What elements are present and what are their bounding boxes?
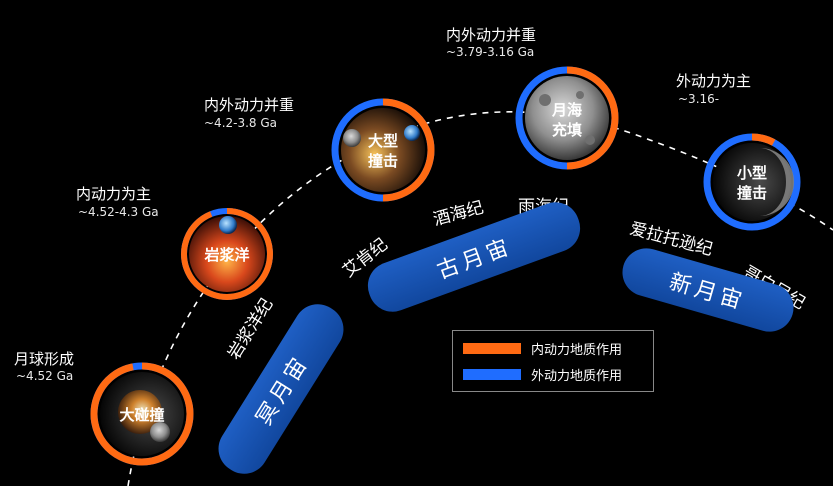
internal-fraction-arc: [751, 133, 776, 146]
stage-title: 内动力为主: [76, 185, 152, 203]
stage-node-small-impact: [703, 133, 801, 231]
stage-age: ~3.16-: [678, 92, 720, 106]
legend-label-external: 外动力地质作用: [531, 369, 623, 384]
legend: 内动力地质作用 外动力地质作用: [452, 330, 654, 392]
internal-fraction-arc: [382, 98, 435, 202]
legend-swatch-external: [463, 369, 521, 380]
stage-title: 外动力为主: [676, 72, 752, 90]
stage-node-magma-ocean: [181, 208, 273, 300]
stage-age: ~4.2-3.8 Ga: [204, 116, 278, 130]
stage-title: 月球形成: [14, 350, 75, 368]
internal-fraction-arc: [566, 66, 619, 170]
legend-label-internal: 内动力地质作用: [531, 343, 623, 358]
legend-item-external: 外动力地质作用: [463, 365, 622, 384]
stage-age: ~3.79-3.16 Ga: [446, 45, 535, 59]
stage-title: 内外动力并重: [204, 96, 295, 114]
stage-age: ~4.52 Ga: [16, 369, 74, 383]
internal-fraction-arc: [90, 362, 194, 466]
legend-swatch-internal: [463, 343, 521, 354]
node-label: 小型 撞击: [736, 164, 767, 202]
stage-age: ~4.52-4.3 Ga: [78, 205, 159, 219]
stage-node-mare-fill: [515, 66, 619, 170]
stage-title: 内外动力并重: [446, 26, 537, 44]
node-label: 大碰撞: [119, 406, 165, 424]
internal-fraction-arc: [181, 208, 273, 300]
legend-item-internal: 内动力地质作用: [463, 339, 622, 358]
stage-node-big-impact: [331, 98, 435, 202]
timeline-arc: [127, 111, 833, 486]
stage-node-moon-formation: [90, 362, 194, 466]
node-label: 大型 撞击: [367, 132, 398, 170]
node-label: 月海 充填: [551, 101, 582, 139]
node-label: 岩浆洋: [204, 246, 250, 264]
